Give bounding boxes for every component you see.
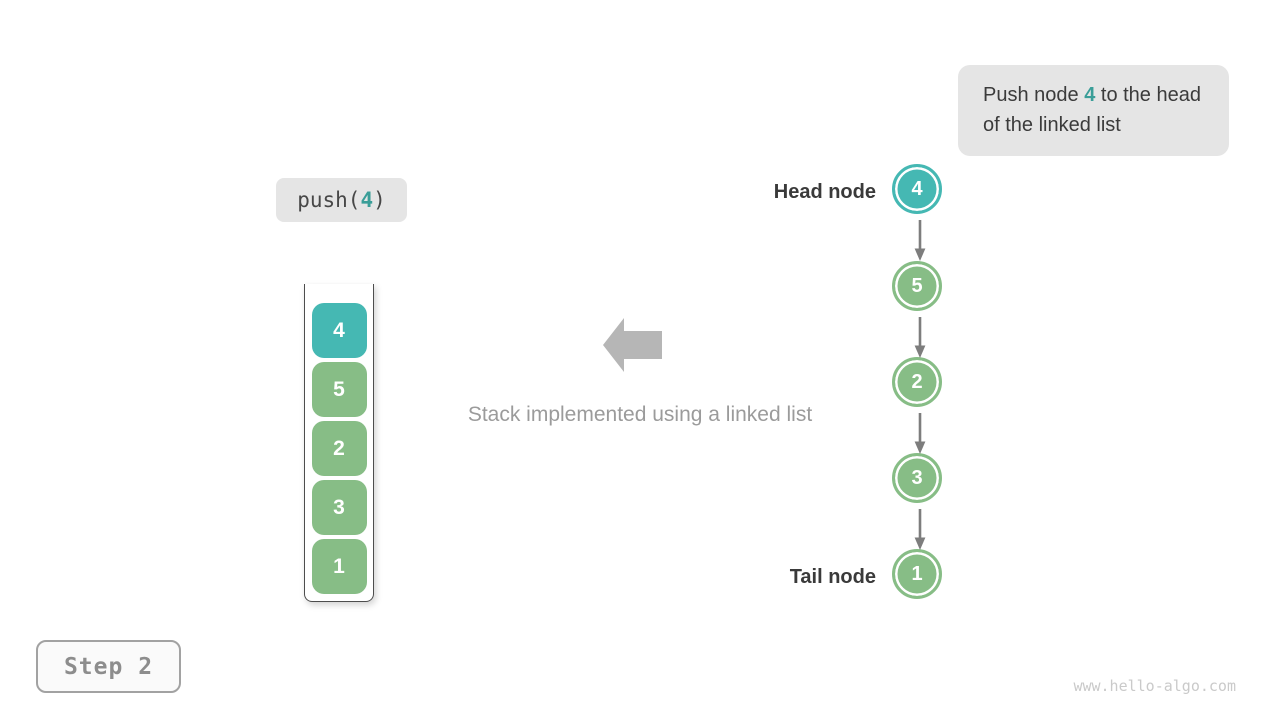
callout-text-prefix: Push node bbox=[983, 84, 1085, 106]
operation-label: push(4) bbox=[276, 178, 407, 222]
operation-prefix: push( bbox=[297, 188, 361, 212]
callout-text-suffix: to the head of the linked list bbox=[983, 84, 1201, 136]
arrow-down-icon bbox=[914, 413, 926, 454]
stack-item-top: 4 bbox=[311, 303, 367, 358]
arrow-down-icon bbox=[914, 509, 926, 550]
operation-suffix: ) bbox=[373, 188, 386, 212]
list-node: 3 bbox=[892, 453, 942, 503]
watermark: www.hello-algo.com bbox=[1073, 677, 1236, 695]
stack-item: 5 bbox=[311, 362, 367, 417]
left-block-arrow-icon bbox=[603, 318, 662, 372]
callout-highlight-value: 4 bbox=[1084, 84, 1096, 106]
tail-node-label: Tail node bbox=[789, 566, 876, 588]
list-node: 2 bbox=[892, 357, 942, 407]
arrow-down-icon bbox=[914, 317, 926, 358]
caption: Stack implemented using a linked list bbox=[467, 403, 813, 426]
list-node: 5 bbox=[892, 261, 942, 311]
arrow-down-icon bbox=[914, 220, 926, 261]
head-node-label: Head node bbox=[773, 181, 876, 203]
list-node-tail: 1 bbox=[892, 549, 942, 599]
stack-item-bottom: 1 bbox=[311, 539, 367, 594]
stack-item: 3 bbox=[311, 480, 367, 535]
step-badge: Step 2 bbox=[36, 640, 181, 693]
callout-box: Push node 4 to the head of the linked li… bbox=[958, 65, 1229, 156]
operation-highlight-value: 4 bbox=[360, 188, 374, 212]
stack-container: 4 5 2 3 1 bbox=[304, 284, 374, 602]
stack-item: 2 bbox=[311, 421, 367, 476]
list-node-head: 4 bbox=[892, 164, 942, 214]
